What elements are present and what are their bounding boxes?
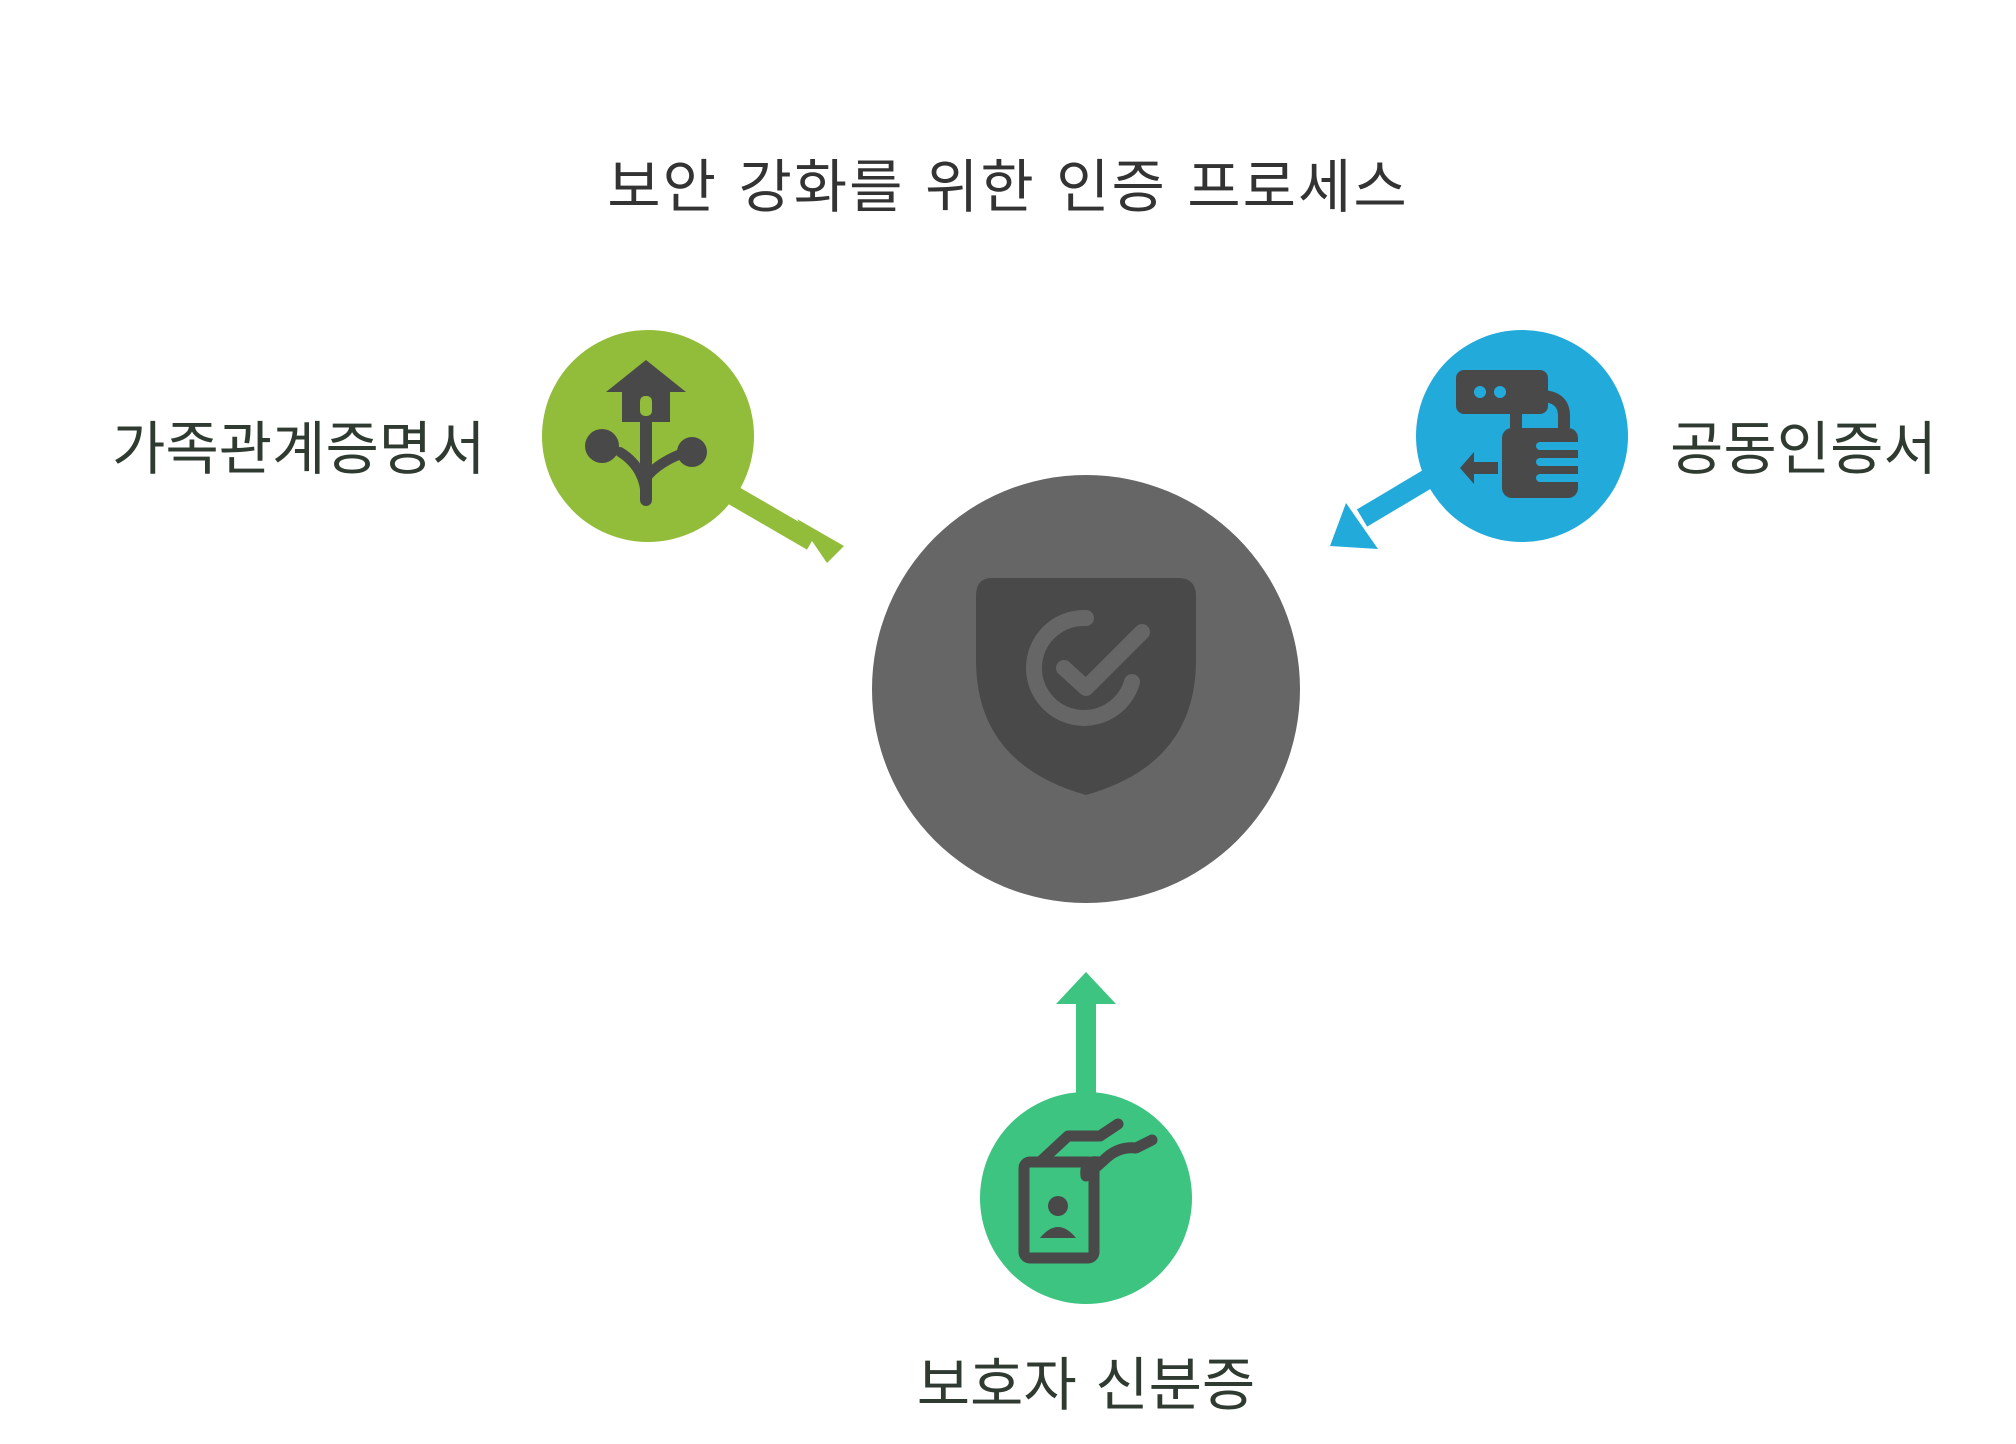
id-card-hand-icon	[1018, 1118, 1158, 1264]
family-certificate-node	[542, 330, 844, 563]
node-label-family-certificate: 가족관계증명서	[112, 415, 486, 483]
diagram-title: 보안 강화를 위한 인증 프로세스	[607, 153, 1409, 221]
digital-certificate-lock-icon	[1456, 370, 1600, 498]
node-label-joint-certificate: 공동인증서	[1670, 415, 1937, 483]
guardian-id-arrow	[1056, 972, 1116, 1100]
center-node	[872, 475, 1300, 903]
shield-check-icon	[976, 578, 1196, 795]
guardian-id-node	[980, 972, 1192, 1304]
guardian-id-circle	[980, 1092, 1192, 1304]
joint-certificate-node	[1330, 330, 1628, 549]
joint-certificate-arrow	[1330, 465, 1442, 549]
node-label-guardian-id: 보호자 신분증	[916, 1351, 1256, 1419]
family-tree-icon	[585, 360, 707, 506]
